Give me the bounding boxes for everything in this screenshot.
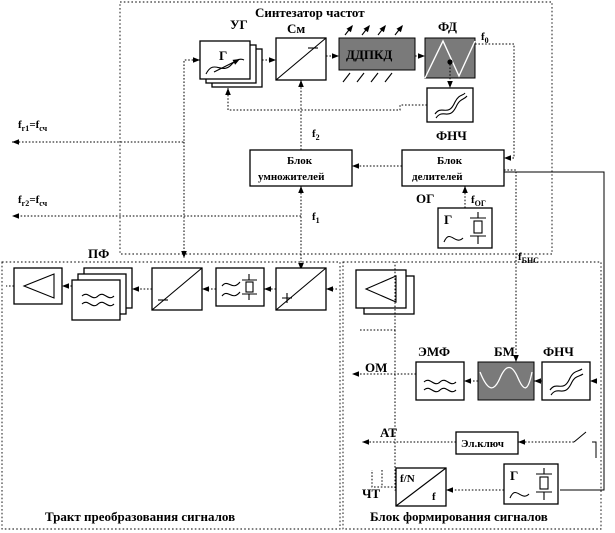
f2-label: f2 bbox=[312, 128, 320, 142]
conversion-path-frame bbox=[1, 261, 341, 530]
crystal-filter-block bbox=[215, 267, 265, 307]
path-title: Тракт преобразования сигналов bbox=[45, 509, 235, 524]
path-mixer-plus-block bbox=[275, 267, 327, 311]
ug-curve-icon bbox=[205, 58, 245, 75]
phase-detector-label: ФД bbox=[438, 19, 457, 34]
emf-block bbox=[415, 361, 465, 401]
forming-generator-block: Г bbox=[503, 463, 559, 505]
ug-block: Г bbox=[199, 40, 263, 88]
lpf-synth-label: ФНЧ bbox=[436, 128, 467, 143]
synth-title: Синтезатор частот bbox=[255, 5, 365, 20]
divider-fn-top: f/N bbox=[400, 473, 415, 485]
f0-label: f0 bbox=[481, 31, 489, 45]
emf-label: ЭМФ bbox=[418, 344, 450, 359]
multiplier-block: Блок умножителей bbox=[249, 149, 353, 187]
bandpass-filter-label: ПФ bbox=[88, 246, 109, 261]
divider-label-line2: делителей bbox=[412, 171, 463, 183]
divider-block: Блок делителей bbox=[401, 149, 505, 187]
fbns-label: fБНС bbox=[518, 251, 539, 265]
form-title: Блок формирования сигналов bbox=[370, 509, 548, 524]
ddpkd-label: ДДПКД bbox=[346, 47, 392, 62]
fg1-label: fг1=fсч bbox=[18, 119, 48, 133]
ug-label: УГ bbox=[230, 17, 248, 32]
frequency-divider-block: f/N f bbox=[395, 467, 447, 507]
bm-label: БМ bbox=[494, 344, 515, 359]
mixer-block bbox=[275, 37, 327, 81]
path-amplifier-block bbox=[13, 267, 63, 305]
ddpkd-block: ДДПКД bbox=[338, 23, 416, 83]
om-label: ОМ bbox=[365, 360, 387, 375]
fg2-label: fг2=fсч bbox=[18, 194, 48, 208]
signal-forming-frame bbox=[342, 261, 602, 530]
balanced-modulator-block bbox=[477, 361, 535, 401]
og-label: ОГ bbox=[416, 191, 434, 206]
fog-label: fОГ bbox=[471, 194, 486, 208]
at-label: АТ bbox=[380, 425, 397, 440]
lpf-forming-block bbox=[541, 361, 591, 401]
forming-amplifier-block bbox=[355, 269, 415, 315]
mixer-label: См bbox=[287, 21, 305, 36]
divider-label-line1: Блок bbox=[437, 155, 463, 167]
cht-label: ЧТ bbox=[362, 486, 381, 501]
lpf-synth-block bbox=[426, 87, 474, 123]
multiplier-label-line2: умножителей bbox=[258, 171, 325, 183]
path-mixer-minus-block bbox=[151, 267, 203, 311]
f1-label: f1 bbox=[312, 211, 320, 225]
lpf-forming-label: ФНЧ bbox=[543, 344, 574, 359]
divider-fn-bottom: f bbox=[432, 491, 436, 503]
ug-symbol-label: Г bbox=[219, 48, 227, 63]
og-generator-label: Г bbox=[444, 212, 452, 227]
electronic-key-block: Эл.ключ bbox=[455, 431, 519, 455]
electronic-key-label: Эл.ключ bbox=[461, 438, 504, 450]
forming-generator-label: Г bbox=[510, 468, 518, 483]
bandpass-filter-block bbox=[71, 267, 133, 321]
reference-oscillator-block: Г bbox=[437, 207, 493, 249]
multiplier-label-line1: Блок bbox=[287, 155, 313, 167]
